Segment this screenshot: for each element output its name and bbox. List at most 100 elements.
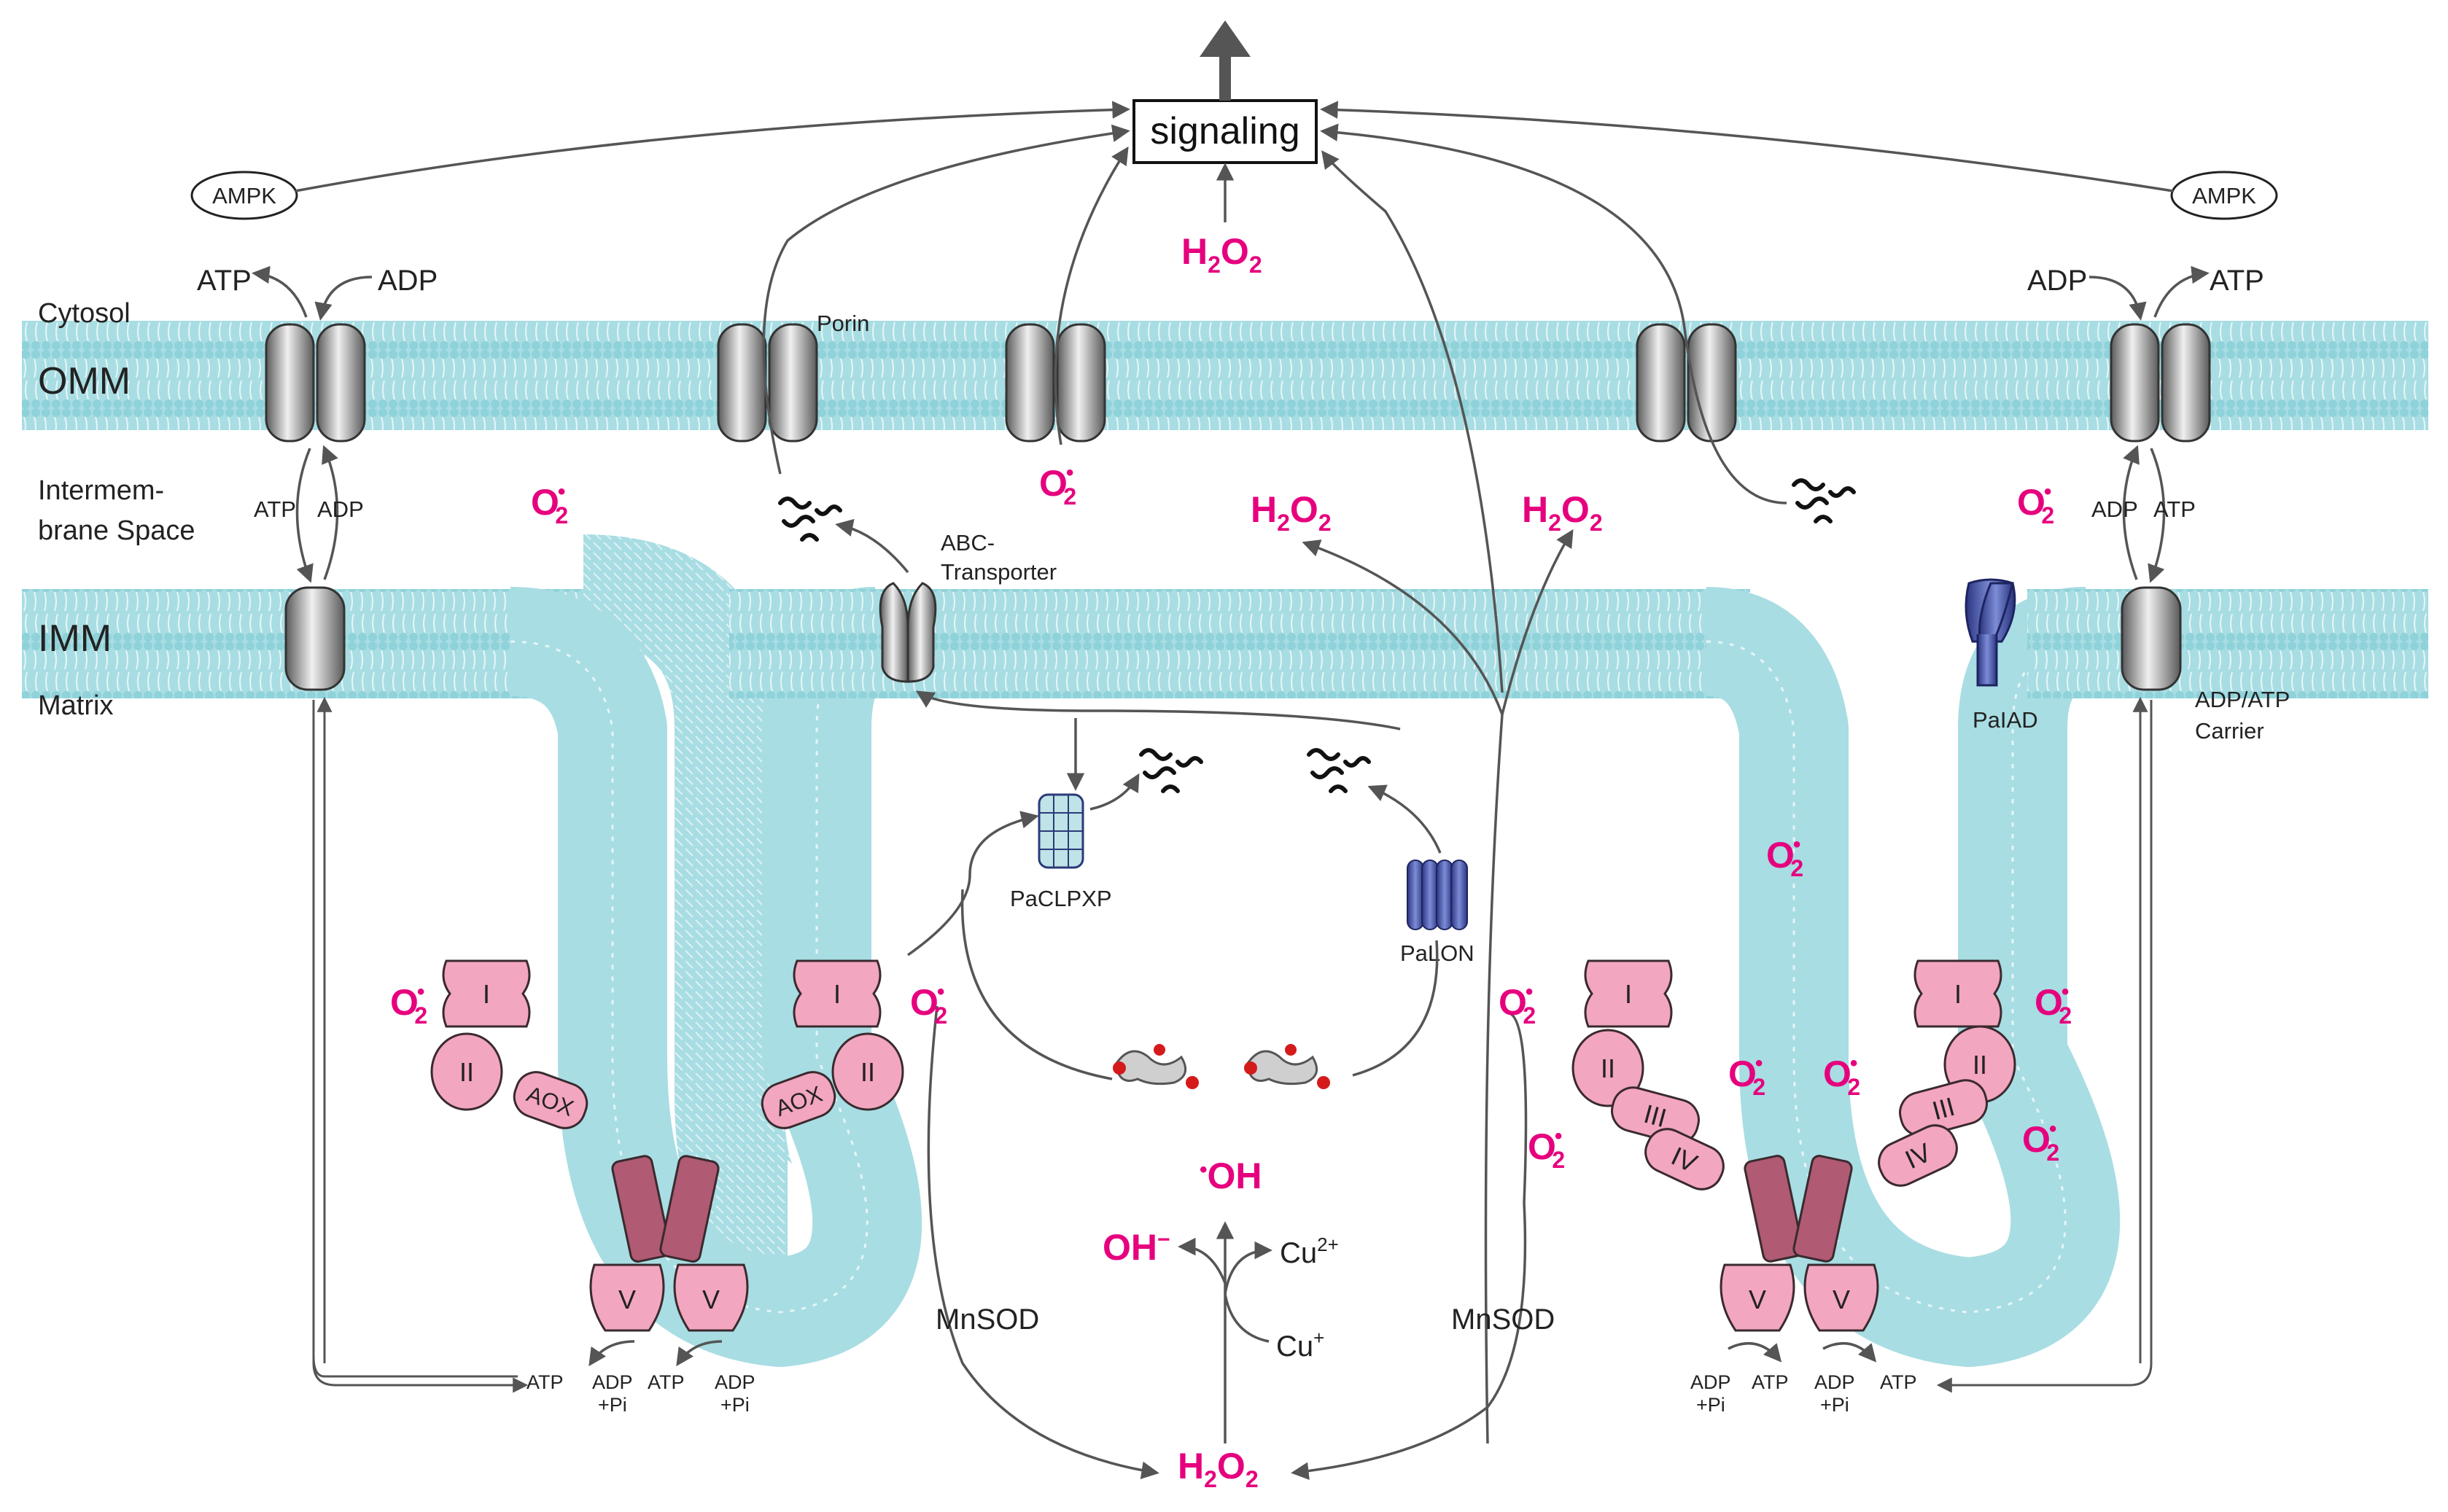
abc-transporter-label-2: Transporter (941, 559, 1057, 585)
complex-i-label: I (1954, 979, 1962, 1009)
mnsod-label: MnSOD (936, 1303, 1039, 1336)
imm-label: IMM (38, 617, 112, 660)
atp-synthesis-labels-right: ADP +Pi ATP ADP +Pi ATP (1690, 1371, 1917, 1416)
hydroxyl-radical-label: •OH (1200, 1156, 1262, 1196)
porin-3 (1005, 323, 1106, 443)
h2o2-ims-1: H2O2 (1251, 489, 1332, 536)
complex-v-label: V (1833, 1285, 1850, 1314)
adp-label: ADP (378, 265, 438, 297)
peptide-fragments-4 (1792, 478, 1856, 523)
atp-label: ATP (254, 496, 296, 522)
atp-synthase-right: V V (1720, 1155, 1879, 1332)
signaling-label: signaling (1150, 110, 1299, 152)
complex-v-label: V (702, 1285, 720, 1314)
superoxide-complex-iv-r1: O•2 (1528, 1124, 1565, 1173)
pi-label: +Pi (1820, 1394, 1849, 1416)
complex-iv-right1: IV (1644, 1128, 1725, 1190)
complex-i-right1: I (1584, 959, 1673, 1028)
outer-membrane (22, 321, 2428, 430)
complex-ii-label: II (860, 1057, 875, 1087)
complex-ii-left1: II (430, 1032, 503, 1111)
peptide-fragments-3 (1307, 748, 1371, 793)
ampk-left: AMPK (190, 171, 298, 220)
complex-iii-right1: III (1611, 1086, 1700, 1145)
adp-label: ADP (592, 1371, 633, 1393)
atp-label: ATP (1752, 1371, 1789, 1393)
h2o2-matrix: H2O2 (1178, 1446, 1259, 1492)
arrows (252, 101, 2210, 1480)
h2o2-ims-2: H2O2 (1522, 489, 1603, 536)
atp-label: ATP (197, 265, 252, 297)
intermembrane-label-2: brane Space (38, 515, 195, 546)
adp-label: ADP (2091, 496, 2138, 522)
peptide-fragments-2 (1139, 748, 1203, 793)
complex-i-label: I (834, 979, 841, 1009)
complex-ii-label: II (459, 1057, 474, 1087)
complex-i-left1: I (442, 959, 531, 1028)
porin-right (2110, 323, 2211, 443)
cu1-label: Cu+ (1276, 1327, 1324, 1363)
complex-i-label: I (1625, 979, 1632, 1009)
superoxide-complex-i-r2: O•2 (2035, 980, 2072, 1029)
complex-v-label: V (1749, 1285, 1766, 1314)
ampk-left-label: AMPK (212, 183, 276, 209)
adp-label: ADP (1814, 1371, 1855, 1393)
complex-v-label: V (618, 1285, 636, 1314)
signaling-box: signaling (1132, 20, 1318, 164)
palad-protease (1965, 578, 2016, 687)
palon-protease (1407, 860, 1468, 930)
porin-left (265, 323, 366, 443)
abc-transporter-label-1: ABC- (941, 530, 995, 556)
pi-label: +Pi (1696, 1394, 1725, 1416)
complex-i-label: I (483, 979, 490, 1009)
intermembrane-label-1: Intermem- (38, 475, 164, 506)
superoxide-ims-left: O•2 (531, 480, 568, 529)
pi-label: +Pi (720, 1394, 750, 1416)
adp-label: ADP (2027, 265, 2087, 297)
atp-synthesis-labels-left: ATP ADP +Pi ATP ADP +Pi (526, 1371, 755, 1416)
atp-label: ATP (2153, 496, 2196, 522)
peptide-fragments-1 (778, 496, 842, 542)
superoxide-complex-i-l2: O•2 (910, 980, 947, 1029)
superoxide-complex-i-l1: O•2 (390, 980, 427, 1029)
atp-label: ATP (648, 1371, 685, 1393)
pi-label: +Pi (598, 1394, 627, 1416)
paclpxp-protease (1038, 793, 1084, 869)
superoxide-ims-right: O•2 (2017, 480, 2054, 529)
matrix-label: Matrix (38, 690, 113, 721)
atp-label: ATP (2210, 265, 2264, 297)
abc-transporter (879, 582, 937, 683)
atp-label: ATP (526, 1371, 564, 1393)
complex-ii-label: II (1601, 1053, 1615, 1083)
atp-synthase-left: V V (589, 1155, 749, 1332)
up-arrow-icon (1200, 20, 1251, 57)
adp-atp-carrier-right (2121, 586, 2182, 691)
superoxide-complex-iii-r2: O•2 (1823, 1051, 1860, 1100)
cytosol-label: Cytosol (38, 298, 131, 329)
adp-label: ADP (715, 1371, 755, 1393)
adp-label: ADP (317, 496, 364, 522)
adp-label: ADP (1690, 1371, 1731, 1393)
superoxide-labels: O•2 O•2 O•2 O•2 O•2 O•2 O•2 O•2 O•2 O•2 … (390, 461, 2072, 1173)
complex-ii-left2: II (831, 1032, 904, 1111)
cu2-label: Cu2+ (1280, 1234, 1339, 1269)
complex-ii-right1: II (1571, 1029, 1644, 1107)
complex-i-right2: I (1913, 959, 2002, 1028)
hydroxide-label: OH− (1103, 1227, 1170, 1268)
ampk-right: AMPK (2170, 171, 2278, 220)
damaged-protein-1 (1113, 1044, 1199, 1089)
ampk-right-label: AMPK (2192, 183, 2256, 209)
complex-iii-right2: III (1899, 1079, 1988, 1137)
inner-membrane (22, 534, 2428, 1367)
atp-label: ATP (1880, 1371, 1917, 1393)
carrier-label-1: ADP/ATP (2195, 687, 2290, 712)
carrier-label-2: Carrier (2195, 718, 2264, 744)
damaged-protein-2 (1244, 1044, 1330, 1089)
omm-label: OMM (38, 360, 131, 402)
complex-iv-right2: IV (1878, 1124, 1958, 1187)
superoxide-complex-i-r1: O•2 (1499, 980, 1536, 1029)
aox-left1: AOX (513, 1071, 588, 1129)
complex-ii-label: II (1973, 1050, 1987, 1080)
porin-label: Porin (817, 311, 869, 336)
